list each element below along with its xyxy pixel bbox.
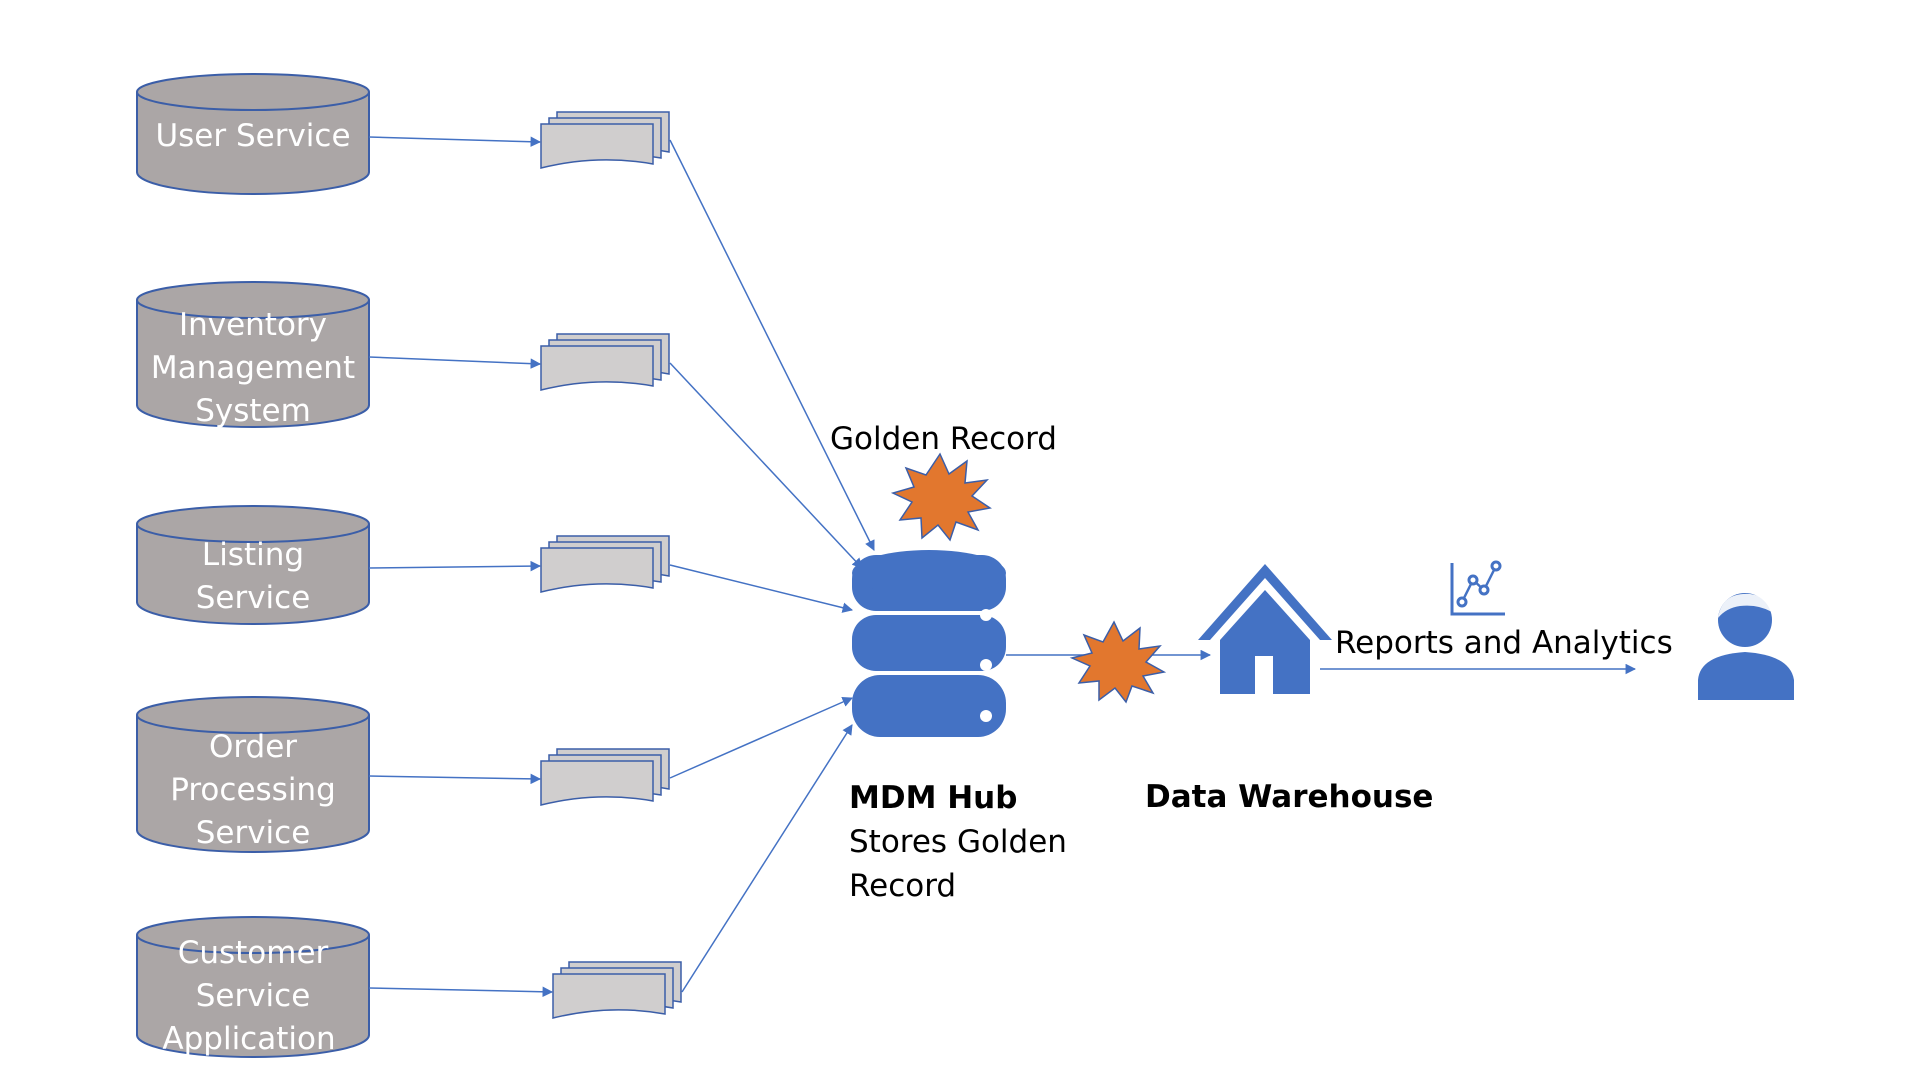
arrow-customer-to-docs bbox=[368, 986, 554, 998]
mdm-hub-description-line1: Stores Golden bbox=[849, 824, 1067, 860]
arrow-user-to-docs bbox=[368, 136, 542, 147]
source-label-order-line3: Service bbox=[196, 815, 311, 851]
arrow-docs1-to-hub bbox=[669, 139, 875, 551]
source-user-service: User Service bbox=[136, 73, 370, 195]
data-warehouse-label: Data Warehouse bbox=[1145, 779, 1433, 815]
document-stack-icon bbox=[552, 961, 682, 1019]
mdm-hub-description-line2: Record bbox=[849, 868, 956, 904]
database-server-icon bbox=[852, 550, 1006, 737]
line-chart-icon bbox=[1450, 560, 1505, 616]
source-label-customer-line1: Customer bbox=[178, 935, 329, 971]
document-stack-icon bbox=[540, 535, 670, 593]
source-label-customer-line2: Service bbox=[196, 978, 311, 1014]
source-label-inventory-line2: Management bbox=[151, 350, 355, 386]
mdm-hub-title: MDM Hub bbox=[849, 780, 1017, 816]
arrow-order-to-docs bbox=[368, 773, 542, 785]
document-stack-icon bbox=[540, 111, 670, 169]
source-listing-service: Listing Service bbox=[136, 505, 370, 625]
source-inventory-management-system: Inventory Management System bbox=[136, 281, 370, 429]
source-label-listing-line2: Service bbox=[196, 580, 311, 616]
golden-record-label: Golden Record bbox=[830, 421, 1057, 457]
source-label-user-service: User Service bbox=[155, 118, 350, 154]
source-label-inventory-line3: System bbox=[195, 393, 311, 429]
starburst-icon bbox=[1069, 620, 1167, 704]
source-label-customer-line3: Application bbox=[162, 1021, 335, 1057]
arrow-docs4-to-hub bbox=[669, 696, 853, 779]
source-to-document-arrows bbox=[368, 136, 554, 998]
document-stack-icon bbox=[540, 333, 670, 391]
arrow-docs2-to-hub bbox=[669, 362, 863, 569]
source-label-order-line2: Processing bbox=[170, 772, 336, 808]
reports-and-analytics-label: Reports and Analytics bbox=[1335, 625, 1673, 661]
house-icon bbox=[1198, 564, 1332, 694]
starburst-icon bbox=[890, 452, 992, 542]
arrow-docs5-to-hub bbox=[681, 724, 853, 993]
document-to-hub-arrows bbox=[669, 139, 875, 993]
document-stack-icon bbox=[540, 748, 670, 806]
user-icon bbox=[1698, 593, 1794, 700]
arrow-docs3-to-hub bbox=[669, 564, 854, 613]
arrow-inventory-to-docs bbox=[368, 356, 542, 369]
arrow-listing-to-docs bbox=[368, 560, 542, 572]
source-customer-service-application: Customer Service Application bbox=[136, 916, 370, 1058]
source-label-listing-line1: Listing bbox=[202, 537, 304, 573]
source-label-inventory-line1: Inventory bbox=[179, 307, 327, 343]
source-label-order-line1: Order bbox=[209, 729, 297, 765]
source-order-processing-service: Order Processing Service bbox=[136, 696, 370, 853]
